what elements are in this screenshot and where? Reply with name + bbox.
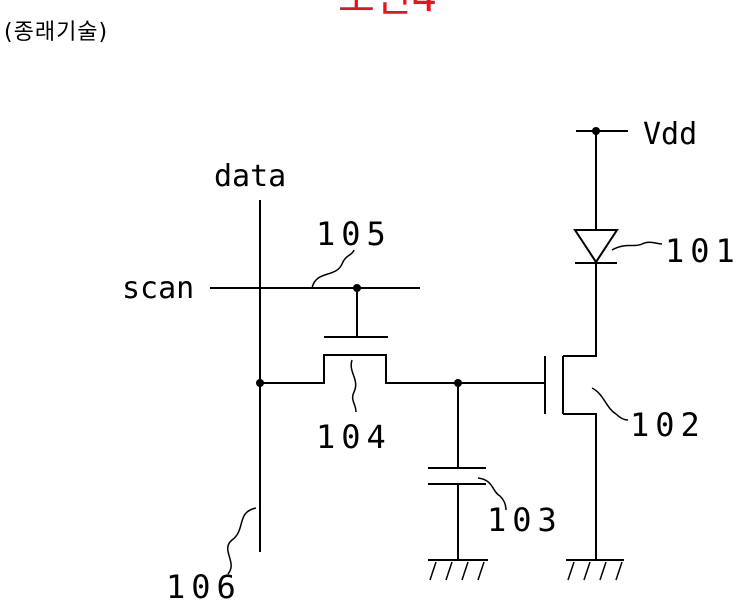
ref-104: 104 (316, 418, 392, 456)
switch-channel (260, 355, 458, 383)
ref-leader-102 (592, 388, 628, 420)
vdd-label: Vdd (643, 117, 697, 152)
ref-leader-104 (351, 360, 356, 412)
oled-diode (575, 230, 617, 262)
ref-leader-106 (228, 508, 256, 574)
data-node (256, 379, 264, 387)
drive-source (563, 414, 596, 560)
ref-101: 101 (665, 232, 741, 270)
ref-leader-101 (612, 242, 662, 250)
drive-drain (563, 282, 596, 356)
ref-105: 105 (316, 215, 392, 253)
scan-label: scan (122, 271, 194, 306)
ref-106: 106 (166, 568, 242, 601)
ref-leader-105 (312, 250, 354, 288)
ground-symbol-right (566, 560, 624, 580)
ground-symbol-left (428, 560, 488, 580)
ref-102: 102 (630, 406, 706, 444)
ref-103: 103 (487, 501, 563, 539)
data-label: data (214, 159, 286, 194)
